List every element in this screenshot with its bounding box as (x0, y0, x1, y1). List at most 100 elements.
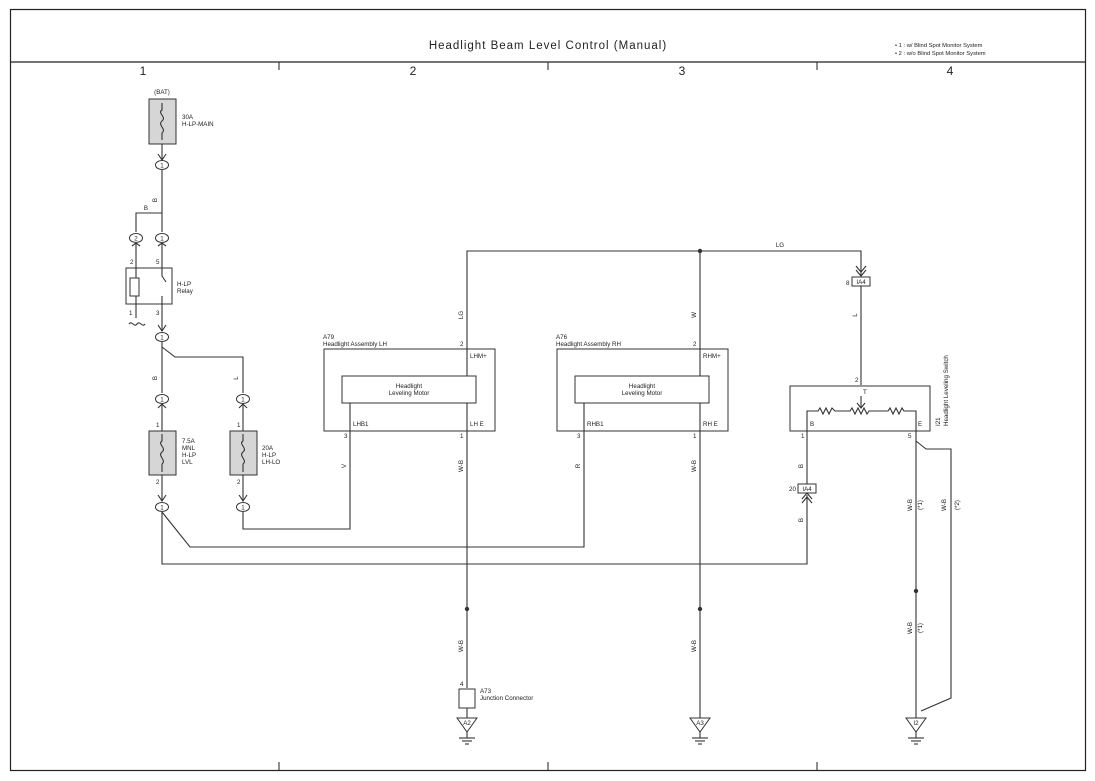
relay-name-1: H-LP (177, 281, 191, 288)
fuse-lo-rating: 20A (262, 445, 274, 452)
ground-i2 (905, 717, 927, 745)
column-label-2: 2 (410, 64, 417, 78)
wire-b-4: B (798, 464, 805, 468)
rh-rhb1: RHB1 (587, 421, 604, 428)
column-ticks (278, 62, 818, 770)
lh-id: A79 (323, 334, 335, 341)
lh-motor-1: Headlight (396, 383, 422, 390)
ia4-bottom-pin: 20 (789, 486, 796, 493)
fuse-lvl-name-1: MNL (182, 445, 196, 452)
junction-id: A73 (480, 688, 492, 695)
fuse-mnl-h-lp-lvl (148, 430, 177, 476)
wire-b-3: B (152, 376, 159, 380)
connector-1-e (155, 502, 169, 512)
splice-rh (697, 606, 703, 612)
wire-e1-star: (*1) (917, 500, 924, 510)
ground-label-i2: I2 (913, 720, 919, 727)
note-1: • 1 : w/ Blind Spot Monitor System (895, 43, 983, 49)
wire-wb-rh1: W-B (691, 460, 698, 472)
fuse-lo-name-1: H-LP (262, 452, 276, 459)
wire-b-5: B (798, 518, 805, 522)
connector-pin-label: 1 (160, 163, 164, 170)
fuse-lvl-pin-1: 1 (156, 422, 160, 429)
rh-rhe: RH E (703, 421, 718, 428)
diagram-title: Headlight Beam Level Control (Manual) (429, 40, 667, 52)
fuse-main-rating: 30A (182, 114, 194, 121)
ground-a3 (689, 717, 711, 745)
fuse-lvl-pin-2: 2 (156, 479, 160, 486)
bat-label: (BAT) (154, 89, 170, 96)
connector-pin-label: 1 (241, 397, 245, 404)
note-2: • 2 : w/o Blind Spot Monitor System (895, 51, 986, 57)
connector-pin-label: 1 (241, 505, 245, 512)
lh-motor-2: Leveling Motor (389, 390, 430, 397)
rh-plus-label: RHM+ (703, 353, 721, 360)
switch-id: I21 (935, 417, 942, 426)
lh-lhb1: LHB1 (353, 421, 369, 428)
splice-lg (697, 248, 703, 254)
wire-wb-lh2: W-B (458, 640, 465, 652)
potentiometer (806, 406, 917, 431)
wire-l-1: L (233, 376, 240, 380)
wire-lvl-to-switch-b (161, 495, 808, 565)
connector-pin-label: 1 (160, 335, 164, 342)
connector-1-f (236, 502, 250, 512)
switch-pin-b: 1 (801, 433, 805, 440)
column-label-3: 3 (679, 64, 686, 78)
wire-l-2: L (852, 313, 859, 317)
rh-pin-plus: 2 (693, 341, 697, 348)
wire-wb-e1: W-B (907, 499, 914, 511)
lh-lhe: LH E (470, 421, 484, 428)
fuse-main-name: H-LP-MAIN (182, 121, 214, 128)
fuse-lo-pin-1: 1 (237, 422, 241, 429)
wire-r: R (575, 463, 582, 468)
ia4-top-label: IA4 (856, 279, 866, 286)
ia4-bottom-label: IA4 (802, 486, 812, 493)
headlight-leveling-switch (789, 385, 931, 432)
rh-name: Headlight Assembly RH (556, 341, 621, 348)
switch-b: B (810, 421, 814, 428)
rh-pin-3: 3 (577, 433, 581, 440)
lh-pin-3: 3 (344, 433, 348, 440)
wire-lvl-to-rhb1 (161, 431, 585, 548)
diagram-frame (9, 8, 1087, 772)
lh-pin-plus: 2 (460, 341, 464, 348)
fuse-lo-name-2: LH-LO (262, 459, 280, 466)
ground-label-a3: A3 (696, 720, 704, 727)
fuse-lo-pin-2: 2 (237, 479, 241, 486)
switch-e: E (918, 421, 922, 428)
connector-pin-label: 1 (160, 397, 164, 404)
wire-wb-e3: W-B (907, 622, 914, 634)
connector-1-b (155, 332, 169, 342)
rh-pin-1: 1 (693, 433, 697, 440)
rh-motor-1: Headlight (629, 383, 655, 390)
wire-lg-bus (466, 250, 862, 349)
relay-name-2: Relay (177, 288, 194, 295)
ground-squiggle (128, 322, 146, 326)
column-label-4: 4 (947, 64, 954, 78)
connector-pin-label: 1 (160, 505, 164, 512)
junction-name: Junction Connector (480, 695, 533, 702)
switch-pin-e: 5 (908, 433, 912, 440)
lh-plus-label: LHM+ (470, 353, 487, 360)
relay-pin-1: 1 (129, 310, 133, 317)
relay-pin-2: 2 (130, 259, 134, 266)
wire-e-path-2 (915, 440, 952, 712)
wire-b-1: B (152, 198, 159, 202)
wire-b-2: B (144, 205, 148, 212)
rh-leveling-motor (574, 375, 710, 404)
junction-connector (458, 688, 476, 709)
h-lp-relay (125, 267, 173, 305)
wire-w-rh: W (691, 312, 698, 318)
switch-t: T (863, 389, 867, 396)
connector-1-a (155, 160, 169, 170)
wire-wb-lh1: W-B (458, 460, 465, 472)
switch-pin-t: 2 (855, 377, 859, 384)
ground-label-a2: A2 (463, 720, 471, 727)
fuse-lvl-rating: 7.5A (182, 438, 196, 445)
junction-pin: 4 (460, 681, 464, 688)
wire-lg-top: LG (776, 242, 784, 249)
ia4-top-pin: 8 (846, 280, 850, 287)
switch-name: Headlight Leveling Switch (943, 355, 950, 426)
